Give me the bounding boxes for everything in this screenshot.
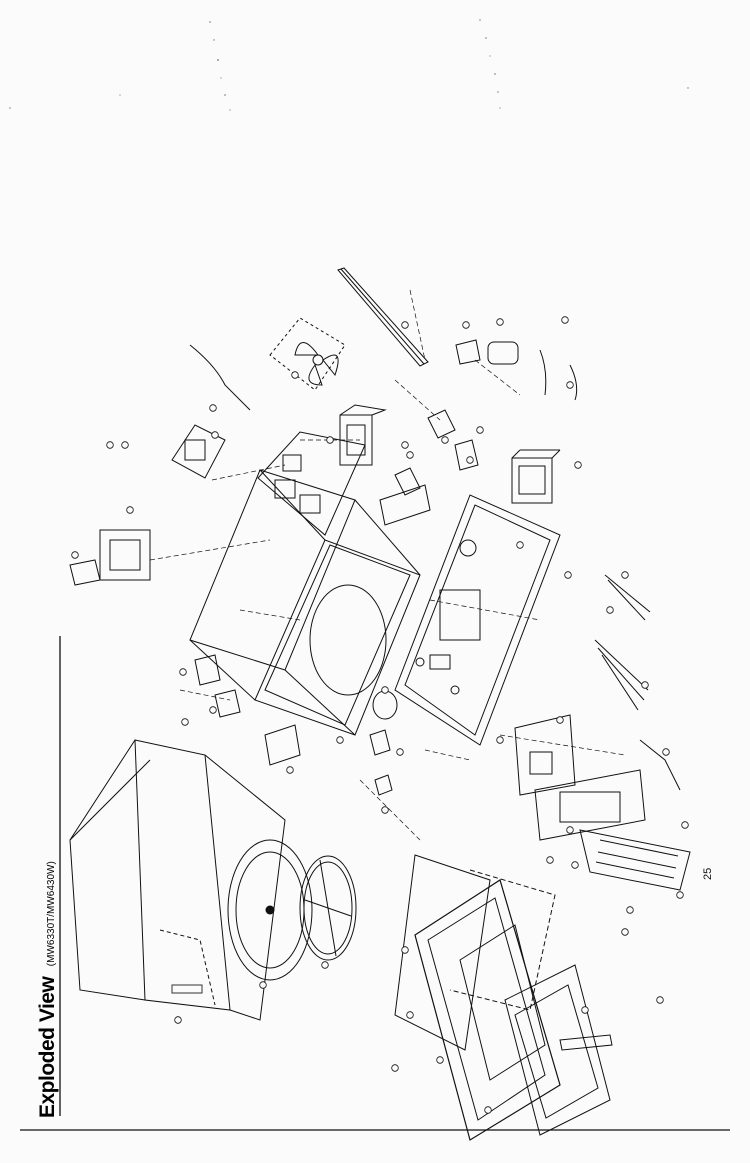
rear-panel xyxy=(257,431,366,536)
wire-harness xyxy=(189,344,681,791)
callout-bubble xyxy=(396,748,404,756)
callout-bubble xyxy=(564,571,572,579)
callout-bubble xyxy=(676,891,684,899)
callout-bubble xyxy=(181,718,189,726)
callout-bubble xyxy=(259,981,267,989)
callout-bubble xyxy=(516,541,524,549)
callout-bubble xyxy=(401,321,409,329)
magnetron xyxy=(339,404,387,466)
callout-bubble xyxy=(71,551,79,559)
callout-bubble xyxy=(496,318,504,326)
callout-bubble xyxy=(656,996,664,1004)
callout-bubble xyxy=(441,436,449,444)
callout-bubble xyxy=(174,1016,182,1024)
scan-noise xyxy=(9,19,689,111)
air-guide-bar xyxy=(337,267,429,367)
callout-bubble xyxy=(621,928,629,936)
callout-bubble xyxy=(106,441,114,449)
callout-bubble xyxy=(286,766,294,774)
page-number: 25 xyxy=(702,867,714,880)
callout-bubble xyxy=(566,826,574,834)
callout-bubble xyxy=(561,316,569,324)
lamp-assembly xyxy=(379,409,479,526)
outer-cabinet xyxy=(69,739,286,1021)
callout-bubble xyxy=(606,606,614,614)
callout-bubble xyxy=(462,321,470,329)
callout-bubble xyxy=(662,748,670,756)
cavity-frame xyxy=(189,469,421,736)
callout-bubble xyxy=(401,946,409,954)
callout-bubble xyxy=(566,381,574,389)
callout-bubble xyxy=(336,736,344,744)
page-title: Exploded View xyxy=(36,976,59,1118)
model-numbers: (MW6330T/MW6430W) xyxy=(46,861,57,967)
callout-bubble xyxy=(466,456,474,464)
callout-bubble xyxy=(621,571,629,579)
callout-bubble xyxy=(581,1006,589,1014)
callout-bubble xyxy=(321,961,329,969)
callout-bubble xyxy=(571,861,579,869)
callout-bubble xyxy=(496,736,504,744)
turntable-tray xyxy=(227,839,313,981)
latch-hardware xyxy=(194,654,613,1051)
title-block: Exploded View (MW6330T/MW6430W) xyxy=(36,798,62,1118)
part-callouts xyxy=(71,316,689,1114)
callout-bubble xyxy=(626,906,634,914)
callout-bubble xyxy=(121,441,129,449)
callout-bubble xyxy=(401,441,409,449)
callout-bubble xyxy=(209,706,217,714)
callout-bubble xyxy=(546,856,554,864)
cooling-fan xyxy=(269,317,346,391)
fan-motor xyxy=(171,424,226,479)
callout-bubble xyxy=(406,1011,414,1019)
callout-bubble xyxy=(126,506,134,514)
control-panel xyxy=(534,769,691,891)
leader-lines xyxy=(149,289,626,841)
callout-bubble xyxy=(291,371,299,379)
callout-bubble xyxy=(209,404,217,412)
callout-bubble xyxy=(381,806,389,814)
callout-bubble xyxy=(556,716,564,724)
roller-ring xyxy=(299,855,357,961)
door-glass xyxy=(394,854,556,1051)
callout-bubble xyxy=(179,668,187,676)
high-voltage-capacitor xyxy=(455,339,519,365)
callout-bubble xyxy=(476,426,484,434)
callout-bubble xyxy=(436,1056,444,1064)
callout-bubble xyxy=(574,461,582,469)
callout-bubble xyxy=(406,451,414,459)
callout-bubble xyxy=(211,431,219,439)
base-plate xyxy=(394,494,561,746)
high-voltage-transformer xyxy=(511,449,561,504)
control-pcb xyxy=(514,714,576,796)
callout-bubble xyxy=(391,1064,399,1072)
door-assembly xyxy=(414,879,611,1141)
callout-bubble xyxy=(326,436,334,444)
callout-bubble xyxy=(484,1106,492,1114)
callout-bubble xyxy=(681,821,689,829)
callout-bubble xyxy=(381,686,389,694)
callout-bubble xyxy=(641,681,649,689)
